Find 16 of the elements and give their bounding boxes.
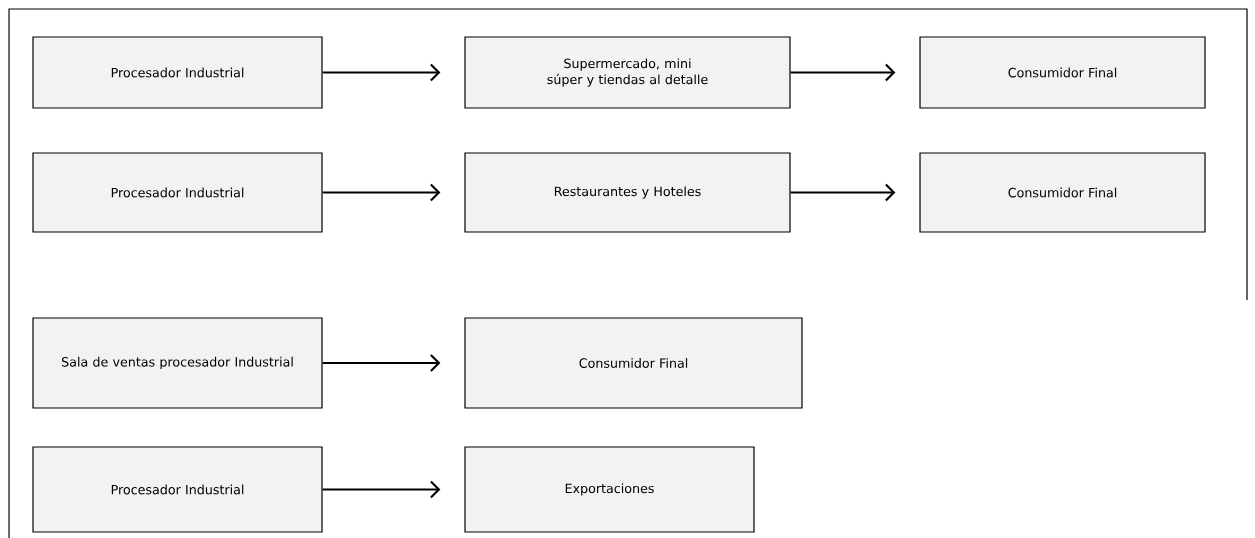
process-box: Procesador Industrial (32, 152, 323, 233)
arrow (322, 480, 441, 499)
process-box: Supermercado, mini súper y tiendas al detalle (464, 36, 791, 109)
process-box: Restaurantes y Hoteles (464, 152, 791, 233)
arrow (790, 183, 896, 202)
process-box: Procesador Industrial (32, 36, 323, 109)
process-box: Procesador Industrial (32, 446, 323, 533)
process-box: Consumidor Final (464, 317, 803, 409)
process-box: Exportaciones (464, 446, 755, 533)
arrow (322, 63, 441, 82)
process-box: Consumidor Final (919, 36, 1206, 109)
arrow (322, 183, 441, 202)
arrow (322, 354, 441, 372)
process-box: Sala de ventas procesador Industrial (32, 317, 323, 409)
arrow (790, 63, 896, 82)
process-box: Consumidor Final (919, 152, 1206, 233)
